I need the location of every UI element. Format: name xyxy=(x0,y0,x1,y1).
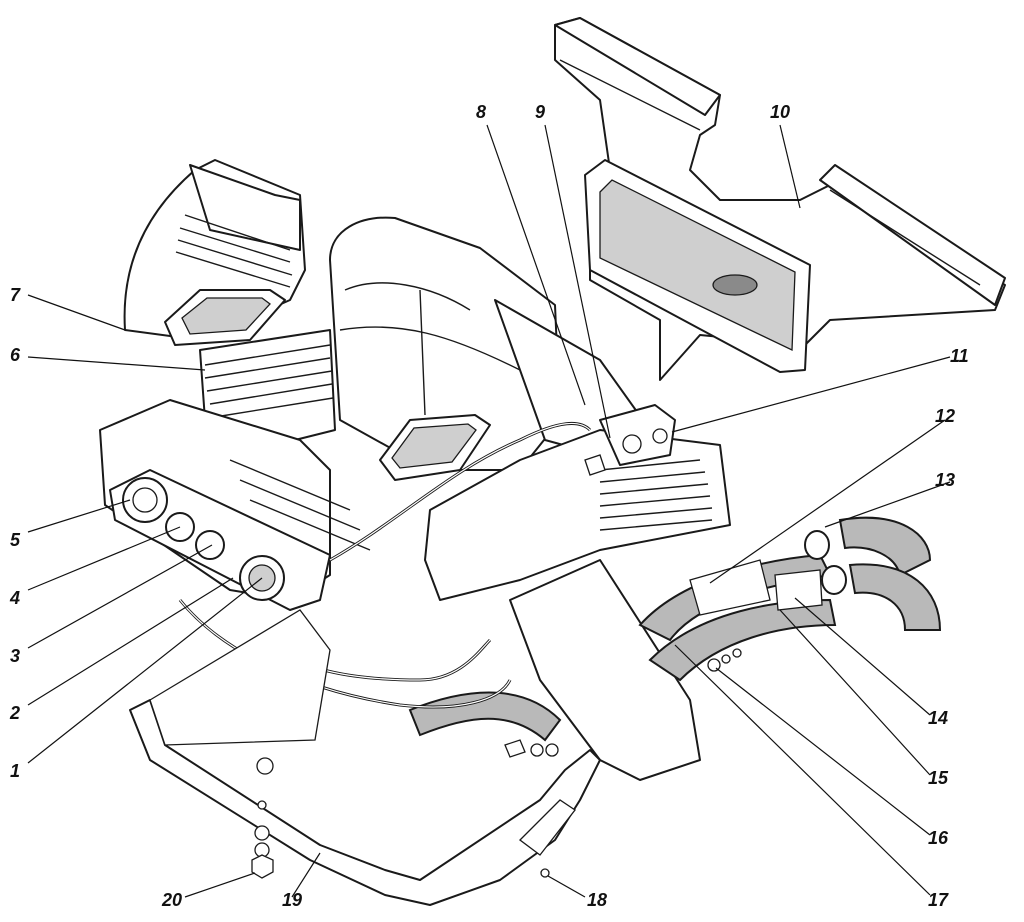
leader-20 xyxy=(184,872,256,898)
callout-3: 3 xyxy=(10,646,20,666)
leader-17 xyxy=(674,644,931,896)
control-panel xyxy=(99,399,371,611)
callout-13: 13 xyxy=(935,470,955,490)
callout-18: 18 xyxy=(587,890,607,910)
leader-12 xyxy=(709,419,946,584)
right-air-duct xyxy=(379,414,731,781)
leader-11 xyxy=(671,356,951,433)
leader-4 xyxy=(27,526,181,591)
callout-6: 6 xyxy=(10,345,21,365)
leader-13 xyxy=(824,481,951,528)
callout-15: 15 xyxy=(928,768,949,788)
leader-7 xyxy=(27,294,126,331)
leader-8 xyxy=(486,124,586,406)
callout-4: 4 xyxy=(9,588,20,608)
callout-2: 2 xyxy=(9,703,20,723)
fasteners xyxy=(251,648,742,879)
callout-labels: 1 2 3 4 5 6 7 8 9 10 11 12 13 14 15 16 1… xyxy=(9,102,969,910)
bracket-bolt-assembly xyxy=(584,404,676,476)
air-intake-housing xyxy=(554,17,1006,381)
callout-10: 10 xyxy=(770,102,790,122)
leader-2 xyxy=(27,577,234,706)
callout-14: 14 xyxy=(928,708,948,728)
leader-19 xyxy=(291,852,321,898)
leader-10 xyxy=(779,124,801,209)
callout-9: 9 xyxy=(535,102,545,122)
callout-19: 19 xyxy=(282,890,302,910)
callout-16: 16 xyxy=(928,828,949,848)
leader-1 xyxy=(27,577,263,764)
callout-1: 1 xyxy=(10,761,20,781)
callout-8: 8 xyxy=(476,102,486,122)
callout-7: 7 xyxy=(10,285,21,305)
leader-9 xyxy=(544,124,611,439)
callout-20: 20 xyxy=(161,890,182,910)
callout-12: 12 xyxy=(935,406,955,426)
leader-6 xyxy=(27,356,206,371)
callout-11: 11 xyxy=(950,346,969,366)
leader-lines xyxy=(27,124,951,898)
callout-17: 17 xyxy=(928,890,949,910)
support-bracket xyxy=(129,609,601,906)
leader-3 xyxy=(27,544,213,649)
callout-5: 5 xyxy=(10,530,21,550)
leader-14 xyxy=(794,597,931,716)
leader-5 xyxy=(27,499,131,533)
leader-15 xyxy=(779,609,931,776)
leader-18 xyxy=(547,875,586,898)
leader-16 xyxy=(715,667,931,836)
